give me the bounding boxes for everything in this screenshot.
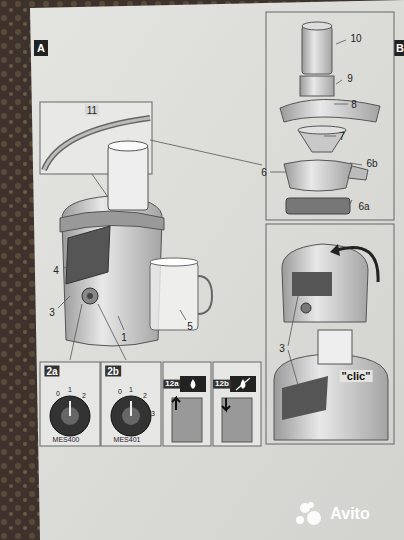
callout-number: 3 [49, 307, 55, 318]
model-name: MES400 [53, 436, 80, 444]
dial-setting: 0 [56, 390, 60, 398]
dial-setting: 3 [151, 410, 155, 418]
callout-number: 6 [261, 167, 267, 178]
callout-number: 10 [350, 33, 361, 44]
callout-number: 2b [105, 366, 121, 377]
callout-number: 4 [53, 265, 59, 276]
callout-number: 11 [85, 105, 99, 116]
watermark: Avito [330, 505, 369, 523]
dial-setting: 2 [82, 392, 86, 400]
callout-number: 12b [213, 380, 231, 389]
callout-number: 6b [366, 158, 377, 169]
callout-number: 6a [358, 201, 369, 212]
callout-number: 2a [44, 366, 59, 377]
dial-setting: 2 [143, 392, 147, 400]
model-name: MES401 [114, 436, 141, 444]
callout-number: 12a [163, 380, 180, 389]
callout-number: 3 [279, 343, 285, 354]
click-text: "clic" [340, 370, 373, 382]
callout-number: 1 [121, 332, 127, 343]
dial-setting: 0 [118, 388, 122, 396]
panel-letter: B [396, 42, 404, 54]
callout-number: 8 [351, 99, 357, 110]
dial-setting: 1 [68, 386, 72, 394]
callout-number: 9 [347, 73, 353, 84]
callout-number: 7 [339, 131, 345, 142]
panel-letter: A [37, 42, 45, 54]
dial-setting: 1 [129, 386, 133, 394]
callout-number: 5 [187, 321, 193, 332]
